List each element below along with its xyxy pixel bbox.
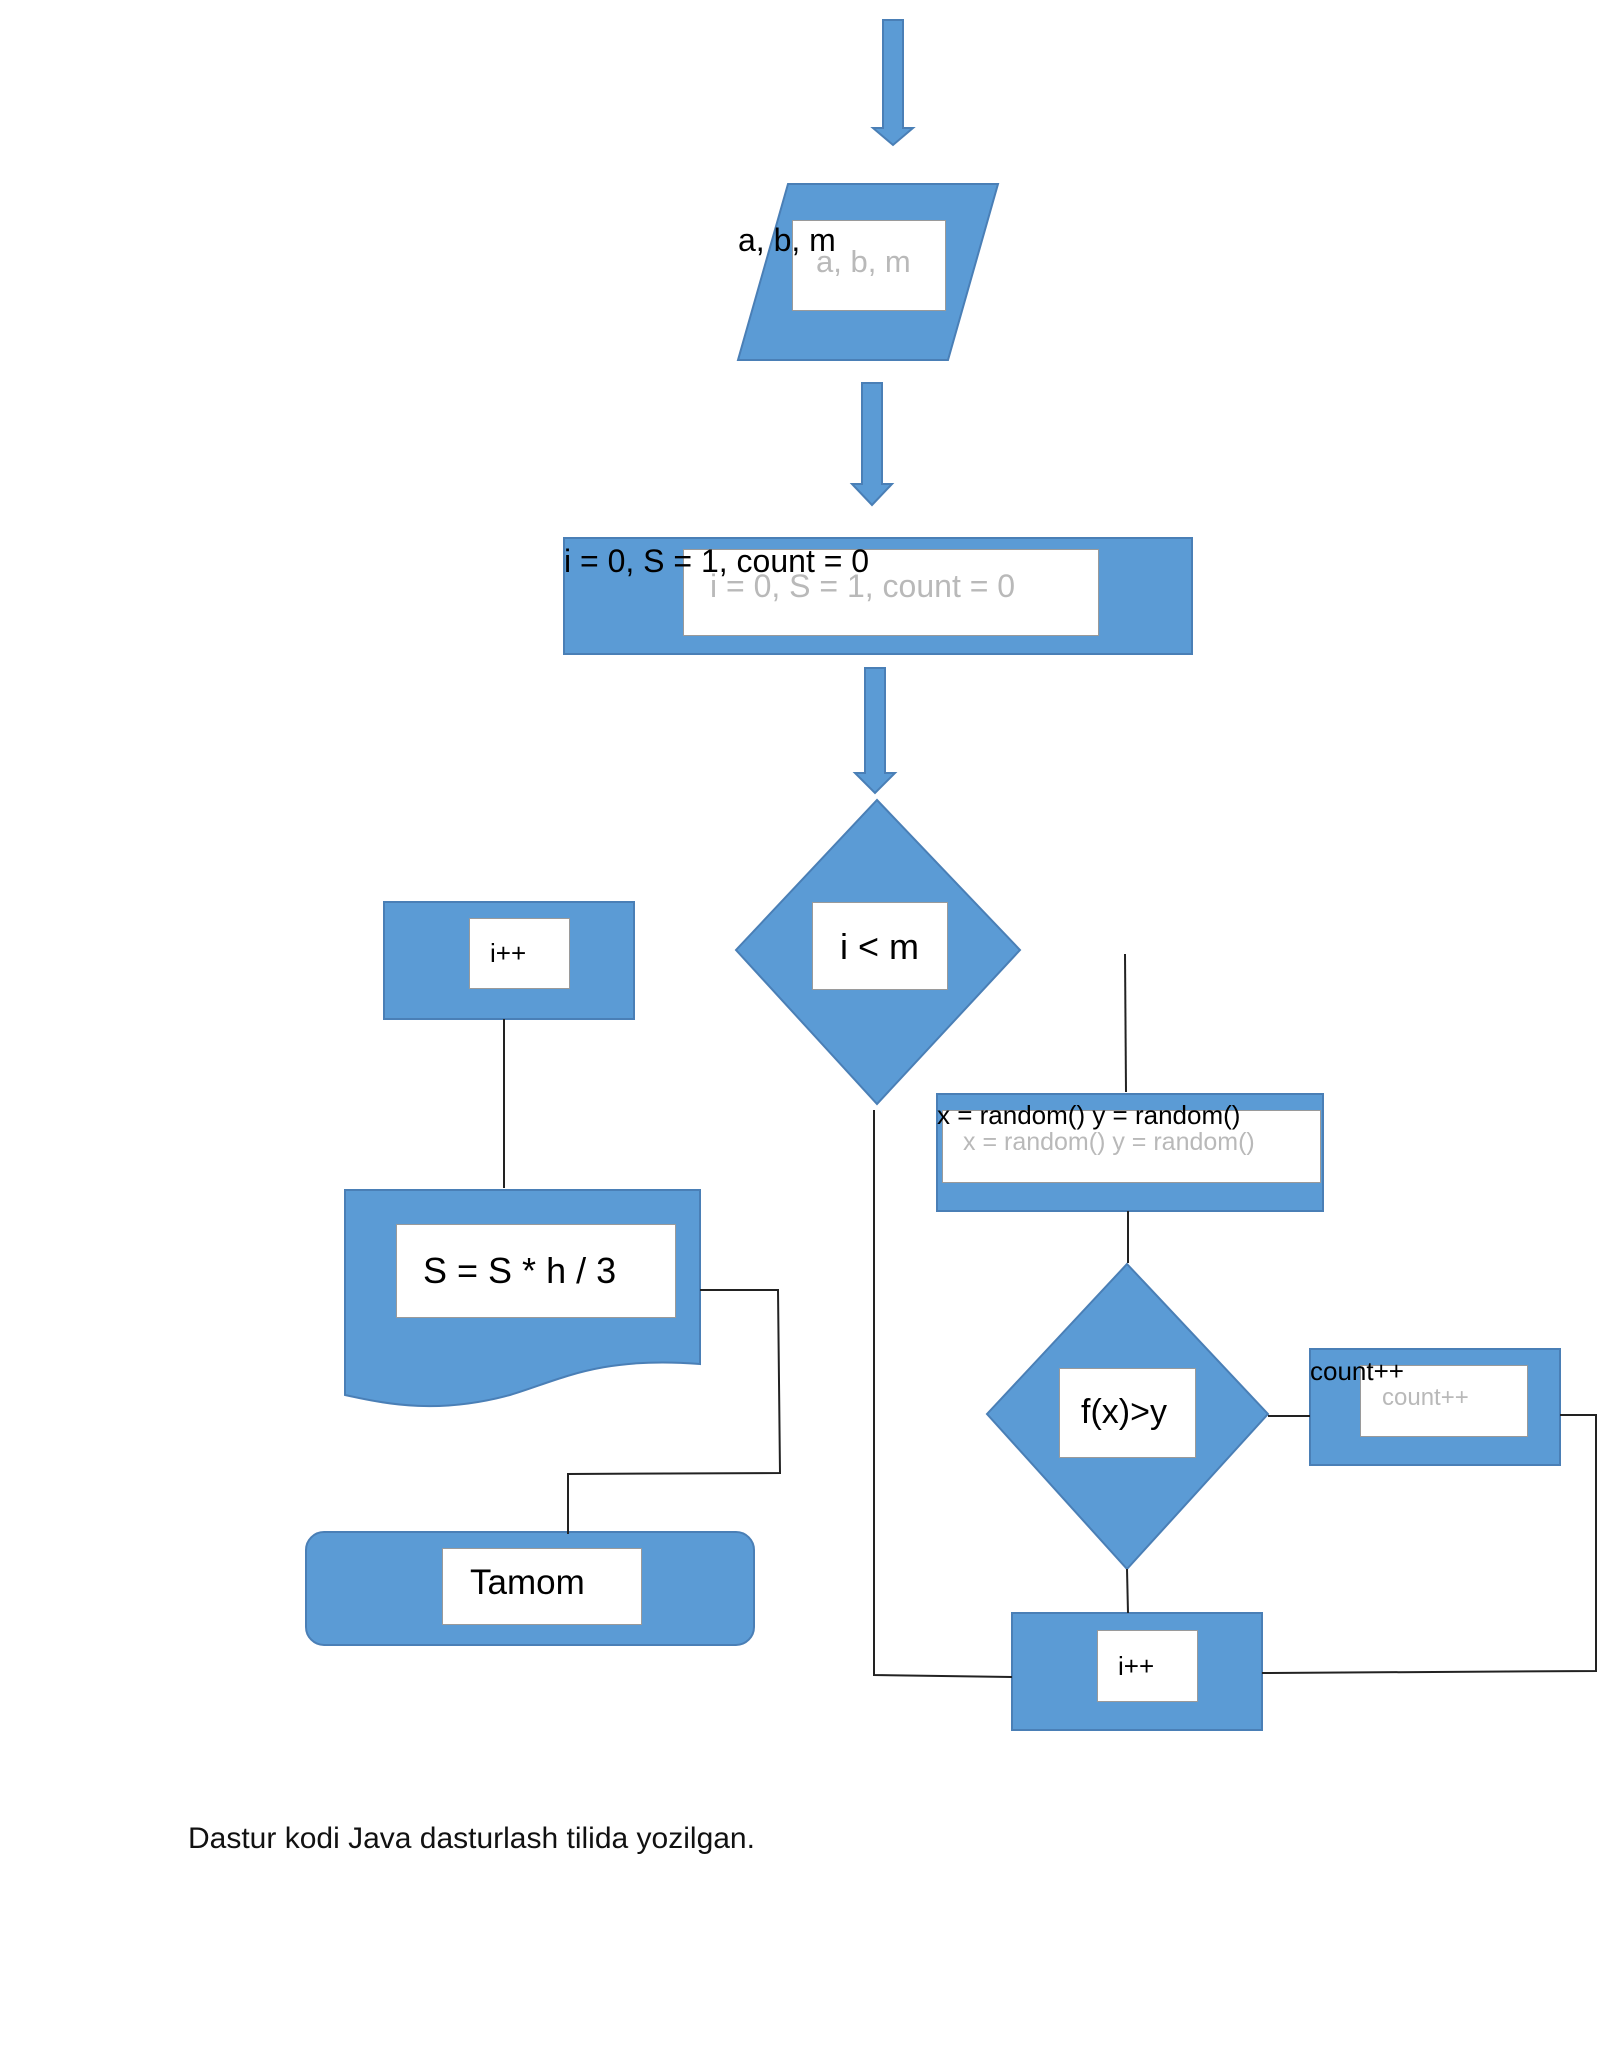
connector-result-to-end (567, 1289, 782, 1534)
left-increment-text-box (469, 918, 570, 989)
end-text-box (442, 1548, 642, 1625)
input-label-echo: a, b, m (816, 244, 911, 279)
left-increment-label: i++ (490, 938, 527, 968)
random-assign-label: x = random() y = random() (937, 1100, 1241, 1130)
counter-label-echo: count++ (1382, 1384, 1469, 1411)
caption-text: Dastur kodi Java dasturlash tilida yozil… (188, 1822, 755, 1855)
connector-cond-to-random (1124, 953, 1127, 1093)
condition-text-box (812, 902, 948, 990)
arrow-init-to-condition (852, 667, 898, 795)
input-text-box (792, 220, 946, 311)
counter-increment-label: count++ (1310, 1356, 1404, 1386)
loop-increment-text-box (1097, 1630, 1198, 1702)
connector-counter-to-loop-increment (1261, 1414, 1597, 1674)
end-label: Tamom (470, 1563, 585, 1602)
input-label: a, b, m (738, 222, 836, 258)
connector-cond-to-loop-increment (873, 1110, 1013, 1678)
random-label-echo: x = random() y = random() (963, 1128, 1255, 1156)
random-text-box (942, 1110, 1321, 1183)
function-check-label: f(x)>y (1081, 1393, 1167, 1431)
init-text-box (683, 549, 1099, 636)
loop-condition-label: i < m (840, 926, 920, 967)
check-text-box (1059, 1368, 1196, 1458)
arrow-input-to-init (849, 382, 895, 507)
connector-check-to-loop-increment (1126, 1568, 1129, 1614)
result-calc-label: S = S * h / 3 (423, 1250, 617, 1291)
result-text-box (396, 1224, 676, 1318)
counter-text-box (1360, 1365, 1528, 1437)
loop-increment-label: i++ (1118, 1651, 1155, 1681)
init-label-echo: i = 0, S = 1, count = 0 (710, 568, 1016, 604)
arrow-start-to-input (870, 19, 916, 147)
init-label: i = 0, S = 1, count = 0 (564, 543, 870, 579)
